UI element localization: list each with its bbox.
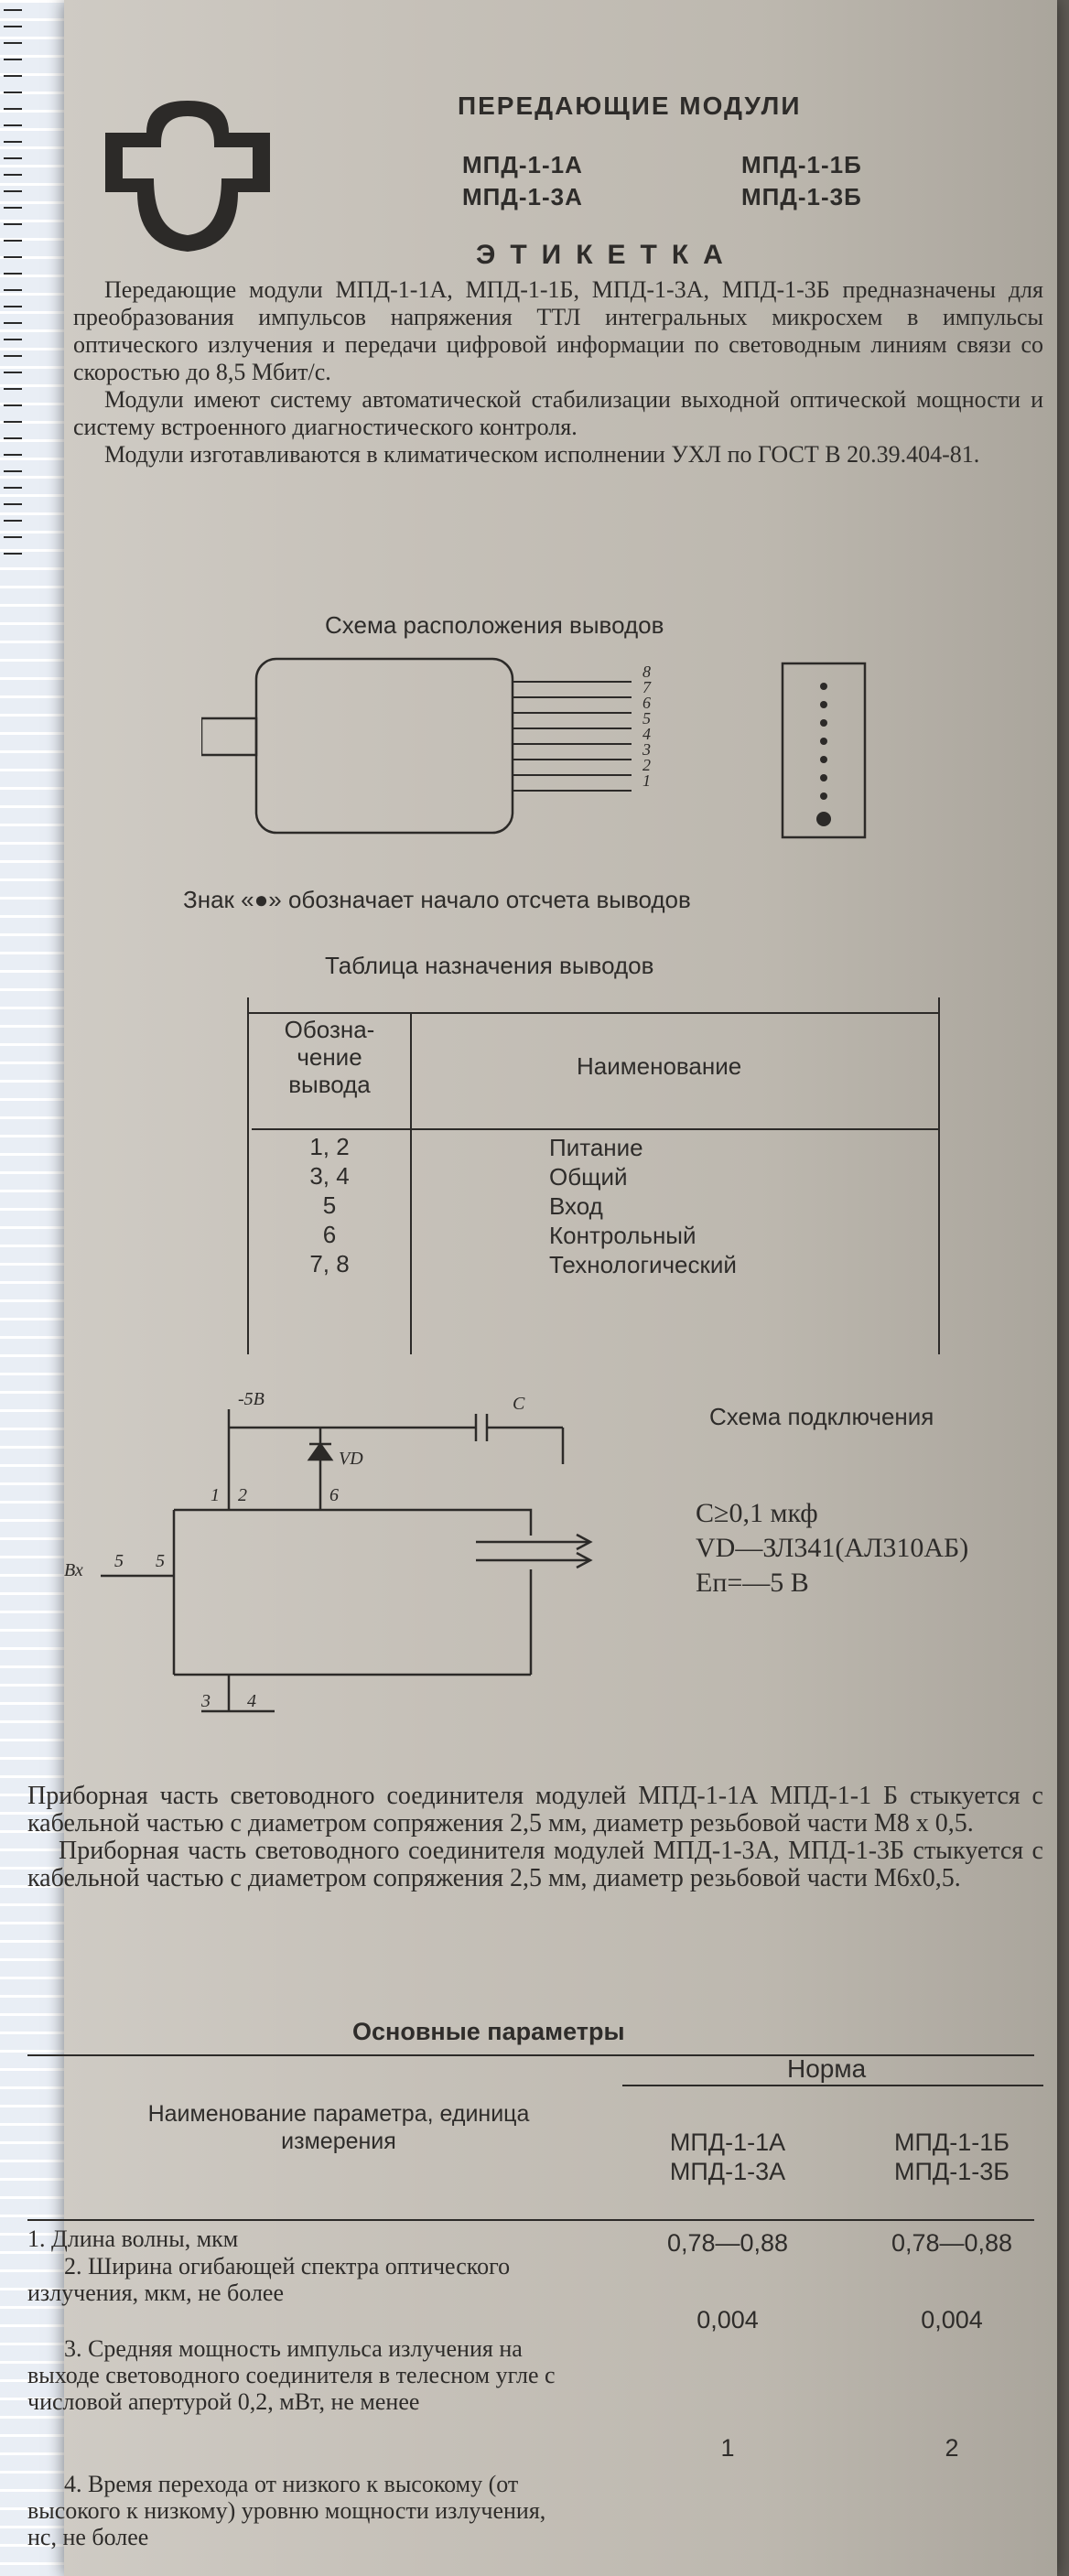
table-row: 1, 2 Питание	[247, 1133, 940, 1162]
param-row-2: 2. Ширина огибающей спектра оптического …	[27, 2253, 577, 2306]
pin-label-5b: 5	[156, 1551, 165, 1571]
model-3: МПД-1-3А	[462, 183, 583, 210]
pin-purpose: Общий	[549, 1163, 628, 1191]
label-title: ЭТИКЕТКА	[476, 240, 738, 270]
connector-paragraph-2: Приборная часть световодного соединителя…	[27, 1837, 1043, 1892]
voltage-spec: Еп=—5 В	[696, 1568, 809, 1598]
param-name: 2. Ширина огибающей спектра оптического …	[27, 2253, 511, 2306]
ruler-marks	[4, 9, 22, 558]
connection-specs: С≥0,1 мкф VD—ЗЛ341(АЛ310АБ) Еп=—5 В	[696, 1496, 968, 1601]
intro-paragraph-2: Модули имеют систему автоматической стаб…	[73, 386, 1043, 440]
param-value-a: 0,78—0,88	[666, 2229, 789, 2257]
pin-label-1: 1	[642, 771, 651, 790]
param-row-4: 4. Время перехода от низкого к высокому …	[27, 2471, 577, 2550]
capacitor-label: С	[513, 1394, 525, 1414]
pin-table-rows: 1, 2 Питание 3, 4 Общий 5 Вход 6 Контрол…	[247, 1133, 940, 1279]
diode-spec: VD—ЗЛ341(АЛ310АБ)	[696, 1533, 969, 1563]
pin-numbers: 6	[322, 1221, 337, 1248]
intro-paragraph-3: Модули изготавливаются в климатическом и…	[104, 441, 980, 468]
pinout-end-view	[781, 662, 867, 839]
params-header-norm: Норма	[787, 2054, 867, 2083]
pin-label-8: 8	[642, 663, 651, 681]
pin-label-1: 1	[211, 1485, 220, 1505]
pin-label-4: 4	[247, 1691, 256, 1711]
pin-label-3: 3	[200, 1691, 211, 1711]
pin-numbers: 3, 4	[309, 1162, 350, 1190]
pin-numbers: 5	[322, 1191, 337, 1219]
connection-diagram: -5В С VD Вх 1 2 6 5 5 3 4	[64, 1389, 593, 1713]
model-4: МПД-1-3Б	[741, 183, 862, 210]
document-page: ПЕРЕДАЮЩИЕ МОДУЛИ МПД-1-1А МПД-1-1Б МПД-…	[27, 0, 1057, 2576]
param-value-a: 1	[720, 2434, 735, 2462]
pin-purpose: Питание	[549, 1134, 643, 1161]
pin-label-6: 6	[642, 694, 651, 712]
param-value-b: 0,004	[921, 2306, 983, 2333]
table-row: 5 Вход	[247, 1191, 940, 1221]
capacitor-spec: С≥0,1 мкф	[696, 1498, 818, 1528]
pin-numbers: 1, 2	[309, 1133, 350, 1160]
pin-label-5: 5	[114, 1551, 124, 1571]
pin-label-3: 3	[642, 740, 651, 759]
manufacturer-logo	[105, 101, 270, 252]
params-header-a: МПД-1-1А МПД-1-3А	[669, 2129, 786, 2185]
table-row: 7, 8 Технологический	[247, 1250, 940, 1279]
pin-marker-note: Знак «●» обозначает начало отсчета вывод…	[183, 886, 691, 913]
pin-purpose: Технологический	[549, 1251, 737, 1278]
intro-text: Передающие модули МПД-1-1А, МПД-1-1Б, МП…	[73, 276, 1043, 469]
pin-table-header-pin: Обозна- чение вывода	[284, 1016, 375, 1098]
table-row: 3, 4 Общий	[247, 1162, 940, 1191]
pin-table: Обозна- чение вывода Наименование 1, 2 П…	[247, 997, 943, 1354]
document-title: ПЕРЕДАЮЩИЕ МОДУЛИ	[458, 92, 802, 120]
diode-label: VD	[339, 1449, 363, 1469]
pin-purpose: Вход	[549, 1192, 603, 1220]
param-name: 1. Длина волны, мкм	[27, 2226, 239, 2252]
supply-voltage-label: -5В	[238, 1389, 265, 1409]
input-label: Вх	[64, 1560, 83, 1580]
pin-label-4: 4	[642, 725, 651, 743]
param-value-b: 2	[945, 2434, 959, 2462]
param-value-a: 0,004	[696, 2306, 759, 2333]
params-caption: Основные параметры	[352, 2018, 625, 2045]
param-value-b: 0,78—0,88	[891, 2229, 1013, 2257]
pin-numbers: 7, 8	[309, 1250, 350, 1277]
model-1: МПД-1-1А	[462, 151, 583, 178]
table-row: 6 Контрольный	[247, 1221, 940, 1250]
pin-label-2: 2	[238, 1485, 247, 1505]
pin-table-caption: Таблица назначения выводов	[325, 952, 654, 979]
connection-caption: Схема подключения	[709, 1403, 934, 1430]
connector-text: Приборная часть световодного соединителя…	[27, 1783, 1043, 1892]
connector-paragraph-1: Приборная часть световодного соединителя…	[27, 1782, 1043, 1838]
pinout-side-view: 8 7 6 5 4 3 2 1	[201, 657, 652, 835]
pin-table-header-name: Наименование	[577, 1052, 742, 1080]
param-row-1: 1. Длина волны, мкм	[27, 2226, 577, 2252]
pin-label-2: 2	[642, 756, 651, 774]
pin-label-7: 7	[642, 678, 652, 696]
intro-paragraph-1: Передающие модули МПД-1-1А, МПД-1-1Б, МП…	[73, 276, 1043, 385]
model-2: МПД-1-1Б	[741, 151, 862, 178]
param-name: 4. Время перехода от низкого к высокому …	[27, 2471, 546, 2550]
params-header-b: МПД-1-1Б МПД-1-3Б	[894, 2129, 1010, 2185]
params-header-name: Наименование параметра, единица измерени…	[147, 2101, 530, 2154]
pin-purpose: Контрольный	[549, 1222, 696, 1249]
pinout-caption: Схема расположения выводов	[325, 611, 664, 639]
param-row-3: 3. Средняя мощность импульса излучения н…	[27, 2335, 577, 2415]
pin-label-6: 6	[329, 1485, 339, 1505]
pin-label-5: 5	[642, 709, 651, 728]
param-name: 3. Средняя мощность импульса излучения н…	[27, 2335, 556, 2415]
